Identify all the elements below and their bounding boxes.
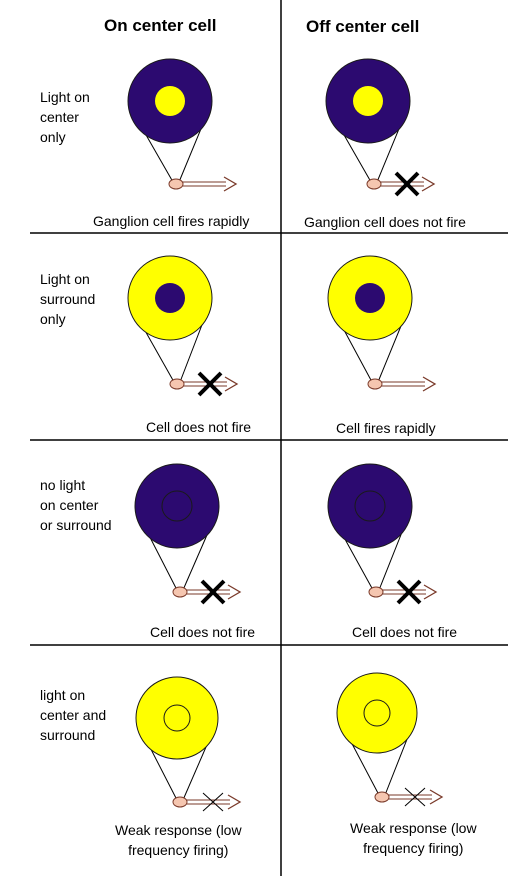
condition-label-row-4: light on center and surround <box>40 687 107 743</box>
cell-off-row-2-axon-arrowhead <box>422 376 437 392</box>
header-on-center: On center cell <box>104 16 217 35</box>
cell-off-row-1-no-fire-x-b <box>394 171 420 197</box>
caption-on-row-4: Weak response (low frequency firing) <box>115 822 242 858</box>
cell-on-row-3-center <box>161 490 193 522</box>
caption-off-row-2: Cell fires rapidly <box>336 420 436 436</box>
condition-label-row-1: Light on center only <box>40 89 90 145</box>
cell-on-row-3-soma <box>172 586 188 598</box>
cell-on-row-4-center <box>163 704 191 732</box>
cell-on-row-4-soma <box>172 796 188 808</box>
caption-on-row-1: Ganglion cell fires rapidly <box>93 213 250 229</box>
cell-off-row-1-axon-arrowhead <box>421 176 436 192</box>
cell-on-row-2-soma <box>169 378 185 390</box>
cell-on-row-3-no-fire-x-b <box>200 579 226 605</box>
cell-off-row-4-center <box>363 699 391 727</box>
cell-off-row-4-axon-arrowhead <box>429 789 444 805</box>
cell-on-row-1-axon-arrowhead <box>223 176 238 192</box>
cell-on-row-4-weak-x-b <box>202 792 224 812</box>
cell-off-row-3-no-fire-x-b <box>396 579 422 605</box>
caption-on-row-2: Cell does not fire <box>146 419 252 435</box>
condition-label-row-2: Light on surround only <box>40 271 96 327</box>
cell-on-row-1-soma <box>168 178 184 190</box>
cell-off-row-4-soma <box>374 791 390 803</box>
cell-on-row-2-center <box>155 283 185 313</box>
condition-label-row-3: no light on center or surround <box>40 477 112 533</box>
caption-off-row-1: Ganglion cell does not fire <box>304 214 466 230</box>
cell-on-row-3-axon-arrowhead <box>227 584 242 600</box>
cell-on-row-2-axon-arrowhead <box>224 376 239 392</box>
caption-off-row-4: Weak response (low frequency firing) <box>350 820 477 856</box>
cell-off-row-1-soma <box>366 178 382 190</box>
caption-on-row-3: Cell does not fire <box>150 624 256 640</box>
cell-off-row-3-axon-arrowhead <box>423 584 438 600</box>
cell-off-row-4-weak-x-b <box>404 787 426 807</box>
cell-off-row-1-center <box>353 86 383 116</box>
cell-off-row-2-center <box>355 283 385 313</box>
cell-off-row-3-center <box>354 490 386 522</box>
cell-off-row-2-soma <box>367 378 383 390</box>
cell-on-row-4-axon-arrowhead <box>227 794 242 810</box>
cell-off-row-3-soma <box>368 586 384 598</box>
header-off-center: Off center cell <box>306 17 420 36</box>
caption-off-row-3: Cell does not fire <box>352 624 458 640</box>
cell-on-row-1-center <box>155 86 185 116</box>
cell-on-row-2-no-fire-x-b <box>197 371 223 397</box>
